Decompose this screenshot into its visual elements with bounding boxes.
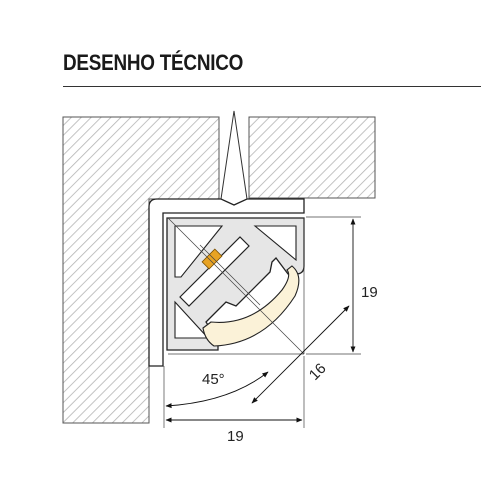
construction-line-diagonal-2 (199, 244, 261, 306)
title-underline (63, 86, 481, 87)
wall-left-section (62, 116, 220, 424)
led-chip (201, 248, 223, 270)
dimension-label-height: 19 (361, 284, 378, 301)
dimension-label-width: 19 (227, 428, 244, 445)
page-title: DESENHO TÉCNICO (63, 50, 244, 75)
angle-arc (165, 371, 269, 409)
corner-joint (220, 110, 248, 200)
wall-top-section (248, 116, 376, 199)
dimension-label-diagonal: 16 (306, 360, 330, 384)
profile-cavity-top-left (174, 225, 224, 278)
mounting-plate (148, 198, 305, 367)
profile-cavity-top-right (253, 225, 297, 262)
angle-label: 45° (202, 371, 225, 388)
profile-cavity-bottom-left (174, 300, 210, 339)
diffuser-lens (202, 265, 300, 347)
